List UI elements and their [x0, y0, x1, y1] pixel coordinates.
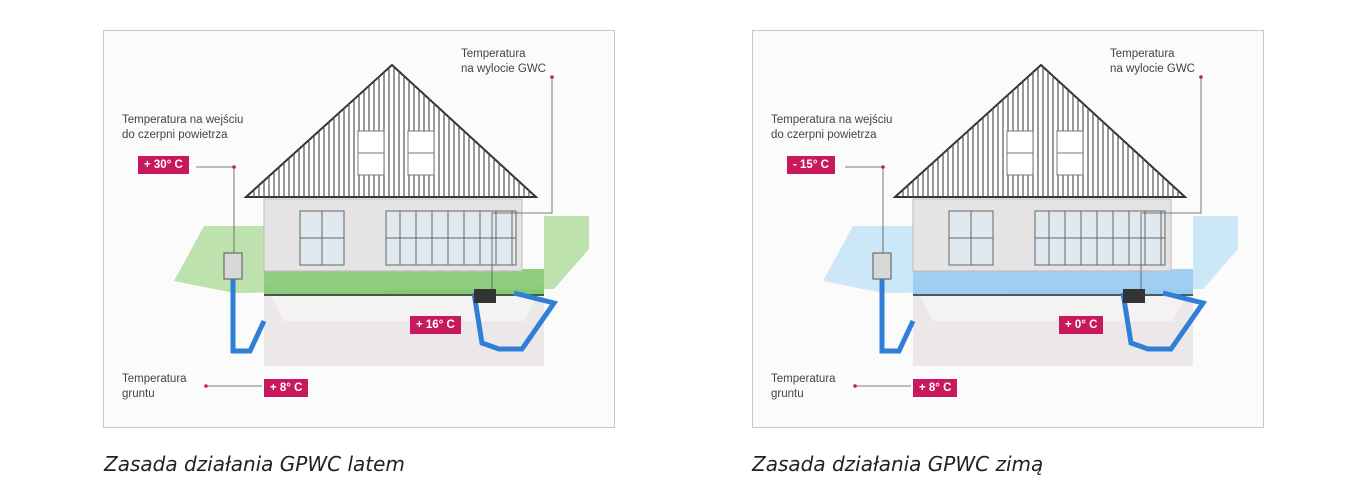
outlet-temperature-label: Temperatura na wylocie GWC — [461, 48, 546, 75]
inlet-temperature-label: Temperatura na wejściu do czerpni powiet… — [122, 114, 244, 141]
house-illustration-winter — [823, 63, 1238, 388]
outlet-temperature-badge: + 16° C — [410, 316, 461, 334]
ground-layer — [823, 216, 1238, 296]
pipe-intake — [879, 279, 916, 354]
house-illustration-summer — [174, 63, 589, 388]
leader-outlet — [491, 77, 553, 289]
gwc-unit — [1123, 289, 1145, 303]
inlet-temperature-badge: - 15° C — [787, 156, 835, 174]
ground-temperature-label: Temperatura gruntu — [771, 373, 836, 400]
pipe-intake — [230, 279, 267, 354]
outlet-temperature-badge: + 0° C — [1059, 316, 1104, 334]
inlet-temperature-label: Temperatura na wejściu do czerpni powiet… — [771, 114, 893, 141]
pipe-loop — [471, 290, 559, 352]
ground-temperature-label: Temperatura gruntu — [122, 373, 187, 400]
leader-outlet — [1140, 77, 1202, 289]
diagram-panel-summer: Temperatura na wejściu do czerpni powiet… — [103, 30, 615, 428]
diagram-panel-winter: Temperatura na wejściu do czerpni powiet… — [752, 30, 1264, 428]
pipe-loop — [1120, 290, 1208, 352]
air-intake — [223, 252, 243, 280]
ground-temperature-badge: + 8° C — [264, 379, 309, 397]
air-intake — [872, 252, 892, 280]
caption-summer: Zasada działania GPWC latem — [104, 452, 405, 476]
gwc-unit — [474, 289, 496, 303]
ground-layer — [174, 216, 589, 296]
outlet-temperature-label: Temperatura na wylocie GWC — [1110, 48, 1195, 75]
caption-winter: Zasada działania GPWC zimą — [752, 452, 1044, 476]
ground-temperature-badge: + 8° C — [913, 379, 958, 397]
inlet-temperature-badge: + 30° C — [138, 156, 189, 174]
